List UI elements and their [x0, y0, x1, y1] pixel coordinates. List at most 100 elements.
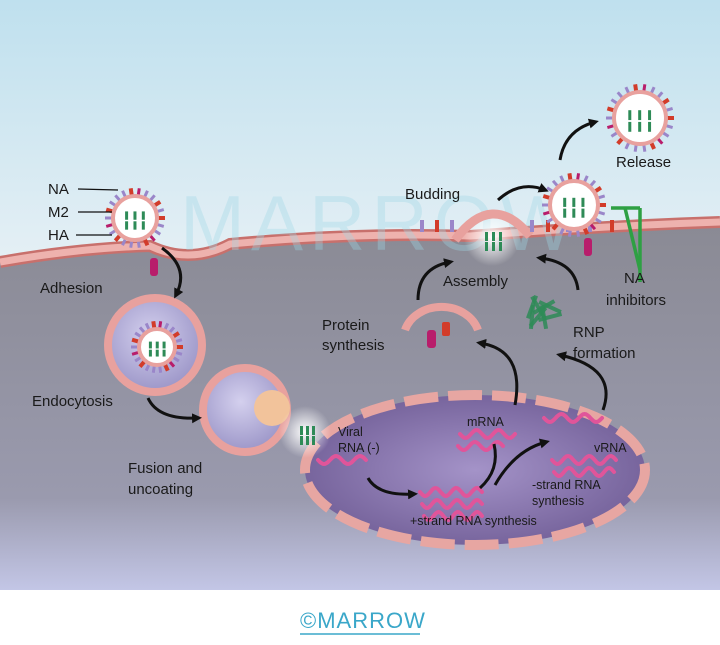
rnp-segment: [638, 121, 642, 132]
arrow-plus-to-mrna: [478, 443, 497, 490]
vrna-strand: [552, 465, 616, 479]
virion-endosome: [131, 320, 183, 373]
viral-rna-strand: [316, 453, 368, 467]
virion-layer: [105, 84, 674, 445]
arrow-viral-rna-to-plus: [366, 477, 418, 500]
label-viral-rna-1: Viral: [338, 425, 363, 439]
uncoating-glow: [279, 406, 331, 458]
label-rnp-2: formation: [573, 345, 636, 362]
label-rnp-1: RNP: [573, 324, 605, 341]
rnp-segment: [141, 221, 145, 230]
assembly-rnps: [485, 232, 502, 251]
arrow-plus-to-vrna: [493, 438, 550, 486]
rnp-segment: [306, 436, 309, 445]
budding-membrane: [451, 209, 534, 243]
arrow-protein-to-assembly: [416, 258, 454, 301]
label-adhesion: Adhesion: [40, 280, 103, 297]
rnp-segment: [492, 242, 495, 251]
arrow-budding-to-virion: [496, 183, 549, 202]
rnp-segment: [563, 208, 567, 218]
rnp-segment: [125, 221, 129, 230]
label-assembly: Assembly: [443, 273, 509, 290]
rnp-segment: [499, 242, 502, 251]
rnp-formation-cluster: [526, 295, 563, 330]
plus-rna-strand: [418, 485, 484, 499]
rnp-segment: [563, 197, 567, 207]
m2-protein-icon: [427, 330, 436, 348]
label-mrna: mRNA: [467, 415, 504, 429]
label-na-inhibitors-1: NA: [624, 270, 645, 287]
rnp-segment: [148, 341, 152, 349]
label-na-inhibitors-2: inhibitors: [606, 292, 666, 309]
label-minus-strand-2: synthesis: [532, 494, 584, 508]
rnp-segment: [155, 341, 159, 349]
label-release: Release: [616, 154, 671, 171]
rnp-segment: [485, 242, 488, 251]
bottom-margin: [0, 590, 720, 645]
rnp-segment: [155, 349, 159, 357]
arrow-mrna-to-protein: [476, 338, 519, 406]
rnp-segment: [572, 208, 576, 218]
na-inhibitor-symbol: [611, 206, 642, 282]
rnp-segment: [628, 110, 632, 121]
protein-vesicle: [401, 302, 482, 332]
credit-logo: ©MARROW: [300, 608, 426, 633]
rnp-segment: [628, 121, 632, 132]
vrna-strand: [542, 411, 604, 425]
label-fusion-2: uncoating: [128, 481, 193, 498]
rnp-segment: [300, 436, 303, 445]
label-viral-rna-2: RNA (-): [338, 441, 380, 455]
arrow-rnp-to-assembly: [536, 253, 580, 291]
rnp-segment: [300, 426, 303, 435]
rnp-segment: [312, 436, 315, 445]
label-ha: HA: [48, 227, 69, 244]
rnp-segment: [125, 211, 129, 220]
nucleus: [300, 390, 650, 550]
label-fusion-1: Fusion and: [128, 460, 202, 477]
label-pointers: [76, 188, 119, 236]
labels: NA M2 HA Adhesion Endocytosis Fusion and…: [32, 154, 671, 528]
m2-channel: [150, 258, 158, 276]
label-na: NA: [48, 181, 69, 198]
rnp-segment: [538, 300, 562, 314]
mrna-strand: [458, 427, 517, 441]
label-m2: M2: [48, 204, 69, 221]
rnp-segment: [133, 211, 137, 220]
label-minus-strand-1: -strand RNA: [532, 478, 601, 492]
uncoating-rnps: [300, 426, 315, 445]
vrna-strand: [550, 453, 618, 467]
rnp-segment: [133, 221, 137, 230]
m2-channel: [584, 238, 592, 256]
virion-released: [606, 84, 674, 152]
rnp-segment: [492, 232, 495, 241]
rnp-segment: [499, 232, 502, 241]
arrow-to-release: [558, 118, 599, 161]
rnp-segment: [638, 110, 642, 121]
label-plus-strand: +strand RNA synthesis: [410, 514, 537, 528]
arrow-adhesion-to-endocytosis: [161, 246, 184, 299]
rnp-segment: [162, 349, 166, 357]
rnp-segment: [306, 426, 309, 435]
process-arrows: [146, 118, 608, 500]
virion-adhesion: [105, 188, 165, 248]
rnp-segment: [148, 349, 152, 357]
label-vrna: vRNA: [594, 441, 627, 455]
rnp-segment: [485, 232, 488, 241]
rnp-segment: [312, 426, 315, 435]
arrow-endocytosis-to-fusion: [146, 397, 202, 424]
rnp-segment: [581, 208, 585, 218]
rnp-segment: [648, 121, 652, 132]
rnp-segment: [141, 211, 145, 220]
label-endocytosis: Endocytosis: [32, 393, 113, 410]
label-protein-1: Protein: [322, 317, 370, 334]
plus-rna-strand: [420, 497, 484, 511]
rnp-segment: [648, 110, 652, 121]
plus-rna-strand: [422, 509, 484, 523]
fusion-vesicle: [199, 364, 291, 456]
label-budding: Budding: [405, 186, 460, 203]
rnp-segment: [162, 341, 166, 349]
rna-layer: [316, 411, 618, 523]
label-protein-2: synthesis: [322, 337, 385, 354]
mrna-strand: [456, 439, 505, 453]
